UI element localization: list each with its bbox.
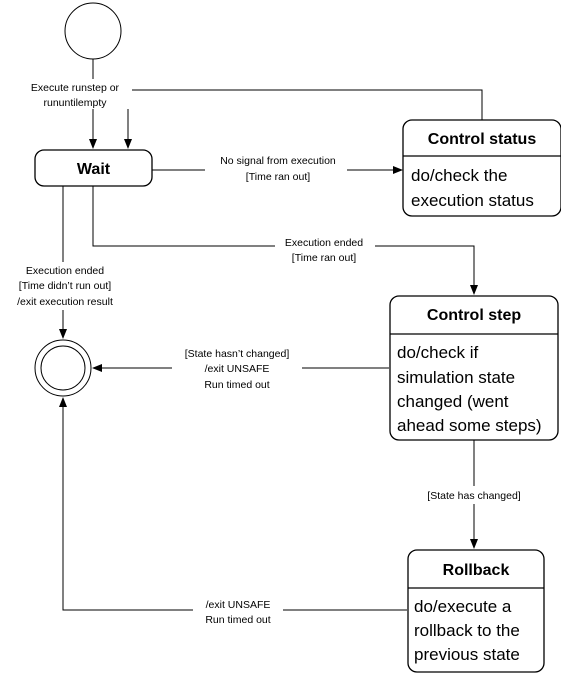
final-state <box>34 339 92 397</box>
initial-state <box>64 2 122 60</box>
state-rollback-body-line-1: do/execute a <box>414 597 512 616</box>
label-wait-to-end-3: /exit execution result <box>17 296 113 308</box>
label-wait-to-control-status-1: No signal from execution <box>220 155 336 167</box>
label-control-step-to-end-1: [State hasn’t changed] <box>185 348 290 360</box>
state-wait-title: Wait <box>77 161 111 178</box>
label-wait-to-end-2: [Time didn’t run out] <box>19 280 111 292</box>
edge-rollback-to-end <box>59 397 407 611</box>
label-control-step-to-end-3: Run timed out <box>204 379 269 391</box>
label-wait-to-end-1: Execution ended <box>26 265 104 277</box>
label-rollback-to-end-2: Run timed out <box>205 614 270 626</box>
label-control-step-to-rollback: [State has changed] <box>427 490 520 502</box>
label-start-to-wait-2: rununtilempty <box>43 97 107 109</box>
state-control-step-body-line-1: do/check if <box>397 343 479 362</box>
label-wait-to-control-step-1: Execution ended <box>285 237 363 249</box>
state-control-status-body-line-2: execution status <box>411 191 534 210</box>
state-control-status: Control status do/check the execution st… <box>402 119 561 217</box>
state-rollback-title: Rollback <box>443 562 510 579</box>
state-control-status-title: Control status <box>428 131 537 148</box>
state-rollback-body-line-2: rollback to the <box>414 621 520 640</box>
state-control-step-body-line-2: simulation state <box>397 368 515 387</box>
label-control-step-to-end-2: /exit UNSAFE <box>205 363 270 375</box>
state-control-step-body-line-4: ahead some steps) <box>397 416 542 435</box>
state-wait: Wait <box>34 149 153 187</box>
state-control-step-title: Control step <box>427 307 521 324</box>
label-wait-to-control-status-2: [Time ran out] <box>246 171 310 183</box>
edge-control-status-to-wait <box>124 89 483 149</box>
label-start-to-wait-1: Execute runstep or <box>31 82 120 94</box>
state-rollback: Rollback do/execute a rollback to the pr… <box>407 549 545 673</box>
label-rollback-to-end-1: /exit UNSAFE <box>206 599 271 611</box>
state-control-step: Control step do/check if simulation stat… <box>389 295 559 441</box>
state-control-step-body-line-3: changed (went <box>397 392 509 411</box>
state-control-status-body-line-1: do/check the <box>411 166 507 185</box>
label-wait-to-control-step-2: [Time ran out] <box>292 252 356 264</box>
state-rollback-body-line-3: previous state <box>414 645 520 664</box>
